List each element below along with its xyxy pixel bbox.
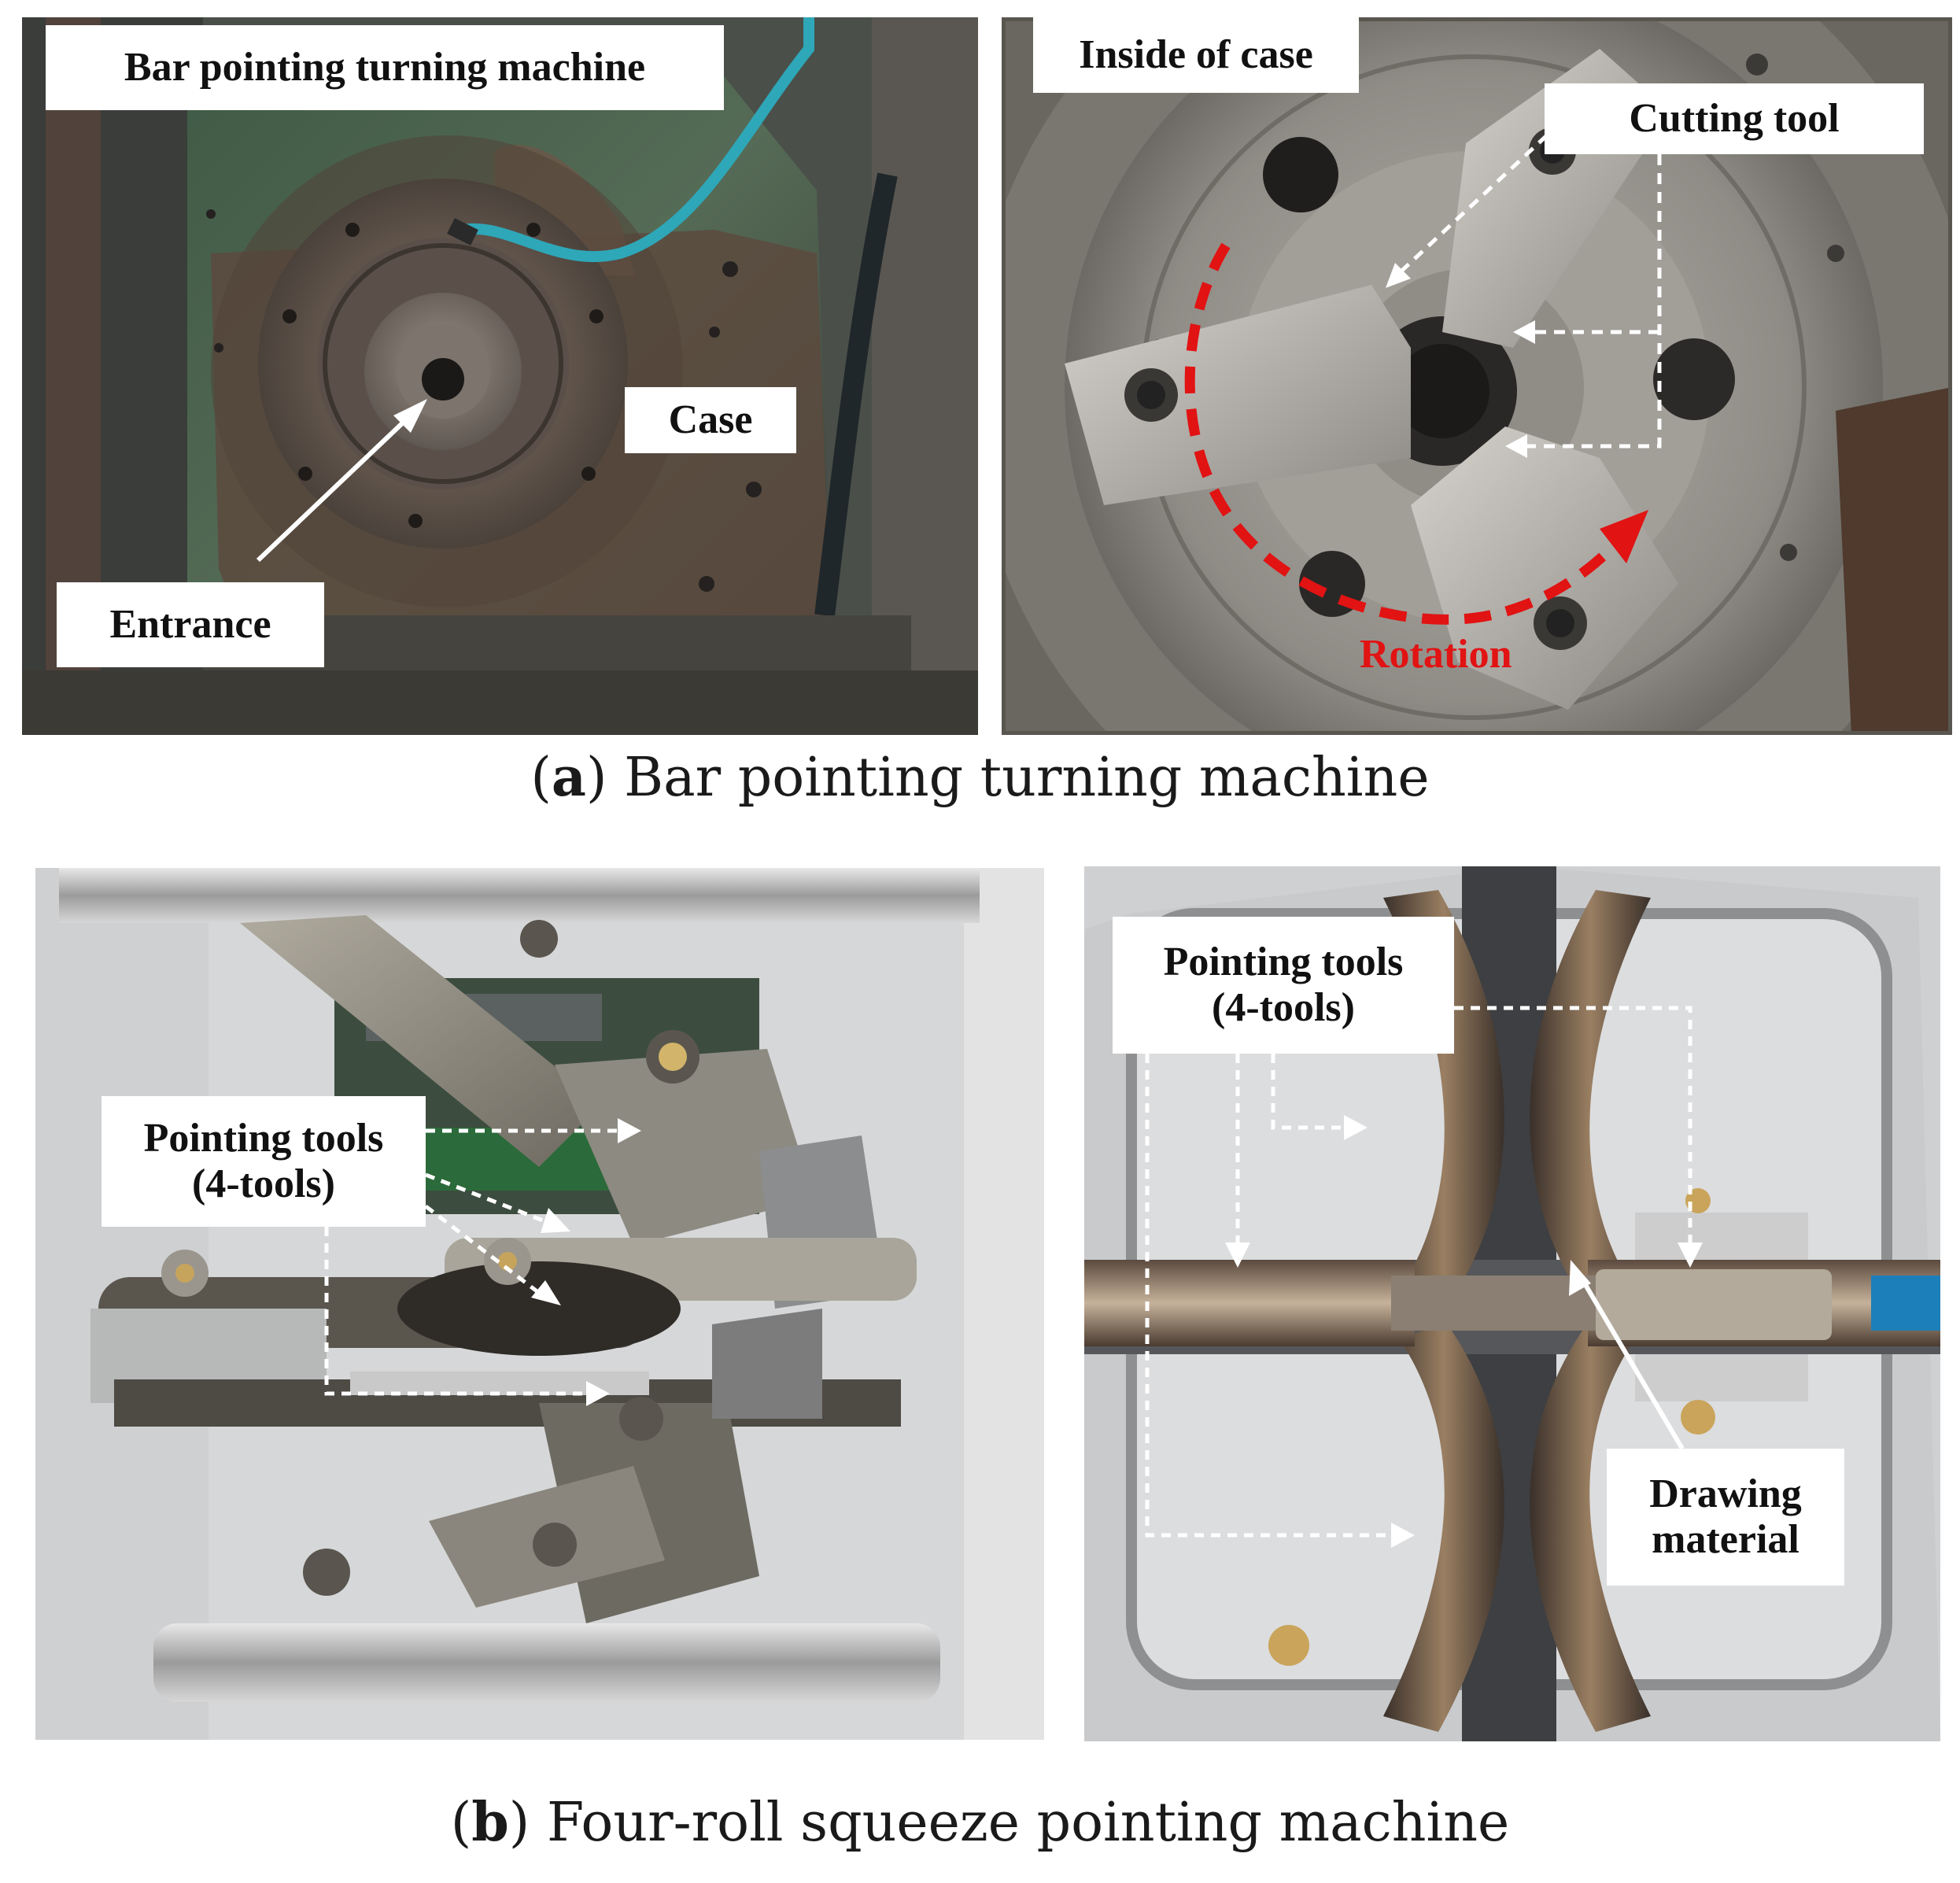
label-pointing-tools-left: Pointing tools (4-tools) — [102, 1096, 426, 1227]
caption-text-a: Bar pointing turning machine — [624, 747, 1430, 809]
photo-four-roll-machine-side: Pointing tools (4-tools) — [35, 868, 1044, 1740]
label-inside-of-case: Inside of case — [1033, 17, 1359, 93]
label-pointing-tools-right: Pointing tools (4-tools) — [1113, 917, 1454, 1054]
label-rotation: Rotation — [1360, 632, 1512, 677]
label-cutting-tool: Cutting tool — [1545, 83, 1924, 154]
label-drawing-material: Drawing material — [1607, 1449, 1844, 1586]
photo-inside-of-case: Inside of case Cutting tool Rotation — [1002, 17, 1952, 735]
photo-four-roll-pointing-tools: Pointing tools (4-tools) Drawing materia… — [1084, 866, 1940, 1741]
label-pointing-tools-right-line2: (4-tools) — [1212, 985, 1355, 1030]
photo-bar-pointing-machine: Bar pointing turning machine Case Entran… — [22, 17, 978, 735]
caption-panel-b: (b) Four-roll squeeze pointing machine — [450, 1791, 1510, 1854]
label-drawing-material-line2: material — [1652, 1517, 1799, 1562]
four-roll-side-illustration — [35, 868, 1044, 1740]
label-pointing-tools-left-line1: Pointing tools — [143, 1115, 384, 1161]
label-drawing-material-line1: Drawing — [1649, 1471, 1802, 1516]
caption-letter-b: b — [471, 1791, 509, 1854]
caption-text-b: Four-roll squeeze pointing machine — [546, 1792, 1510, 1854]
label-case: Case — [625, 387, 796, 453]
label-entrance: Entrance — [57, 582, 324, 667]
label-pointing-tools-right-line1: Pointing tools — [1163, 939, 1404, 984]
label-pointing-tools-left-line2: (4-tools) — [192, 1161, 335, 1206]
label-bar-pointing-turning-machine: Bar pointing turning machine — [46, 25, 724, 110]
caption-panel-a: (a) Bar pointing turning machine — [530, 746, 1430, 809]
machine-exterior-illustration — [22, 17, 978, 735]
caption-letter-a: a — [551, 746, 586, 809]
